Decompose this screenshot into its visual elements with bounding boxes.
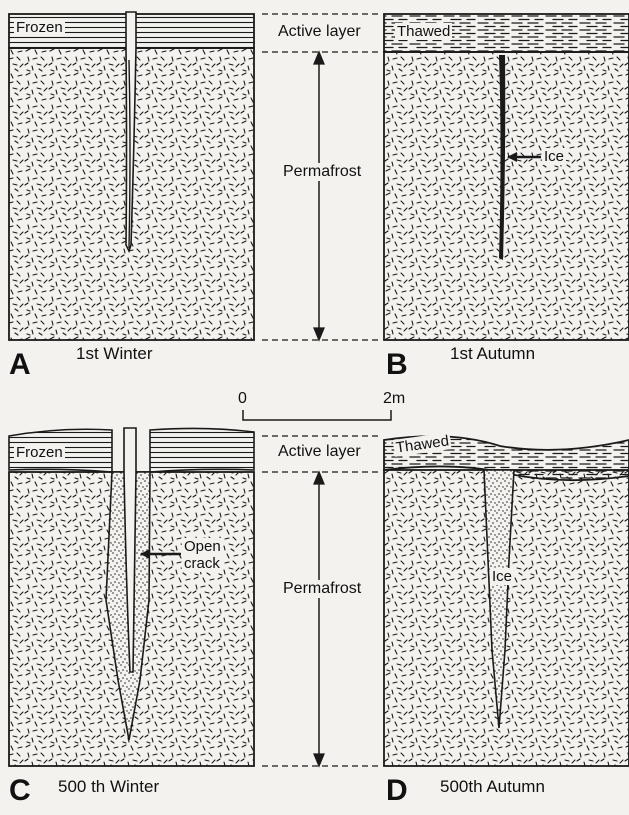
panel-c bbox=[9, 428, 254, 766]
bottom-permafrost-arrow-up bbox=[314, 472, 324, 484]
panel-b-thawed-label: Thawed bbox=[395, 23, 452, 40]
panel-d-ice-label: Ice bbox=[490, 568, 514, 585]
panel-c-frozen-layer-right bbox=[150, 428, 254, 472]
panel-d bbox=[384, 436, 629, 766]
top-permafrost-arrow-down bbox=[314, 328, 324, 340]
panel-d-letter: D bbox=[386, 774, 408, 808]
panel-c-open-label: Open bbox=[182, 538, 223, 555]
panel-a-letter: A bbox=[9, 348, 31, 382]
panel-c-frozen-label: Frozen bbox=[14, 444, 65, 461]
panel-b bbox=[384, 14, 629, 340]
panel-a-caption: 1st Winter bbox=[76, 344, 153, 364]
panel-c-letter: C bbox=[9, 774, 31, 808]
panel-c-caption: 500 th Winter bbox=[58, 777, 159, 797]
panel-b-permafrost bbox=[384, 52, 629, 340]
panel-d-caption: 500th Autumn bbox=[440, 777, 545, 797]
top-permafrost-arrow-up bbox=[314, 52, 324, 64]
panel-b-caption: 1st Autumn bbox=[450, 344, 535, 364]
scale-start-label: 0 bbox=[238, 390, 247, 408]
middle-legend bbox=[243, 14, 391, 766]
scale-end-label: 2m bbox=[383, 390, 405, 408]
panel-a-frozen-label: Frozen bbox=[14, 19, 65, 36]
bottom-permafrost-label: Permafrost bbox=[281, 580, 363, 598]
panel-b-ice-label: Ice bbox=[542, 148, 566, 165]
scale-bar bbox=[243, 410, 391, 420]
top-active-layer-label: Active layer bbox=[276, 23, 363, 41]
panel-b-letter: B bbox=[386, 348, 408, 382]
bottom-active-layer-label: Active layer bbox=[276, 443, 363, 461]
panel-c-crack-label: crack bbox=[182, 555, 222, 572]
top-permafrost-label: Permafrost bbox=[281, 163, 363, 181]
bottom-permafrost-arrow-down bbox=[314, 754, 324, 766]
panel-a bbox=[9, 12, 254, 340]
